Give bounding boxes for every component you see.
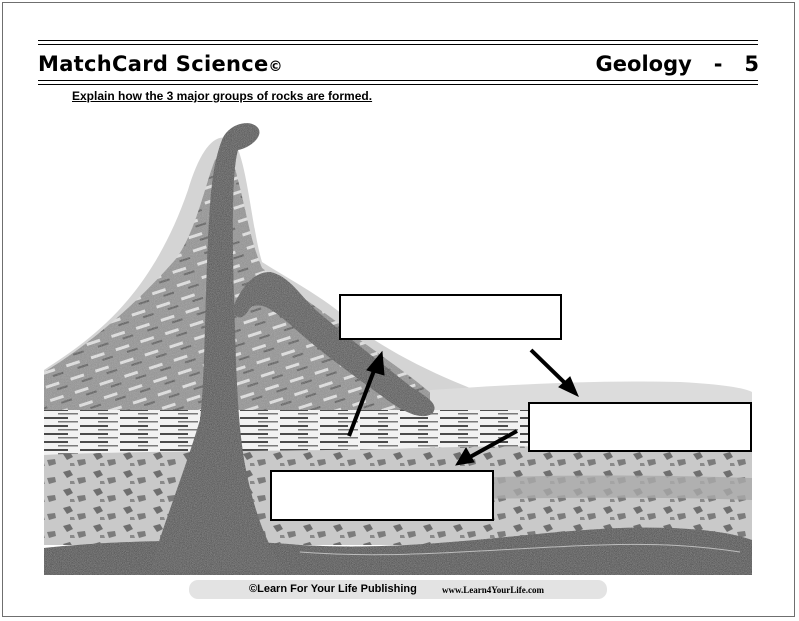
footer-url: www.Learn4YourLife.com [442, 585, 544, 595]
footer-publisher: ©Learn For Your Life Publishing [249, 583, 417, 595]
answer-box-top[interactable] [339, 294, 562, 340]
answer-box-right[interactable] [528, 402, 752, 452]
answer-box-bottom-left[interactable] [270, 470, 494, 521]
